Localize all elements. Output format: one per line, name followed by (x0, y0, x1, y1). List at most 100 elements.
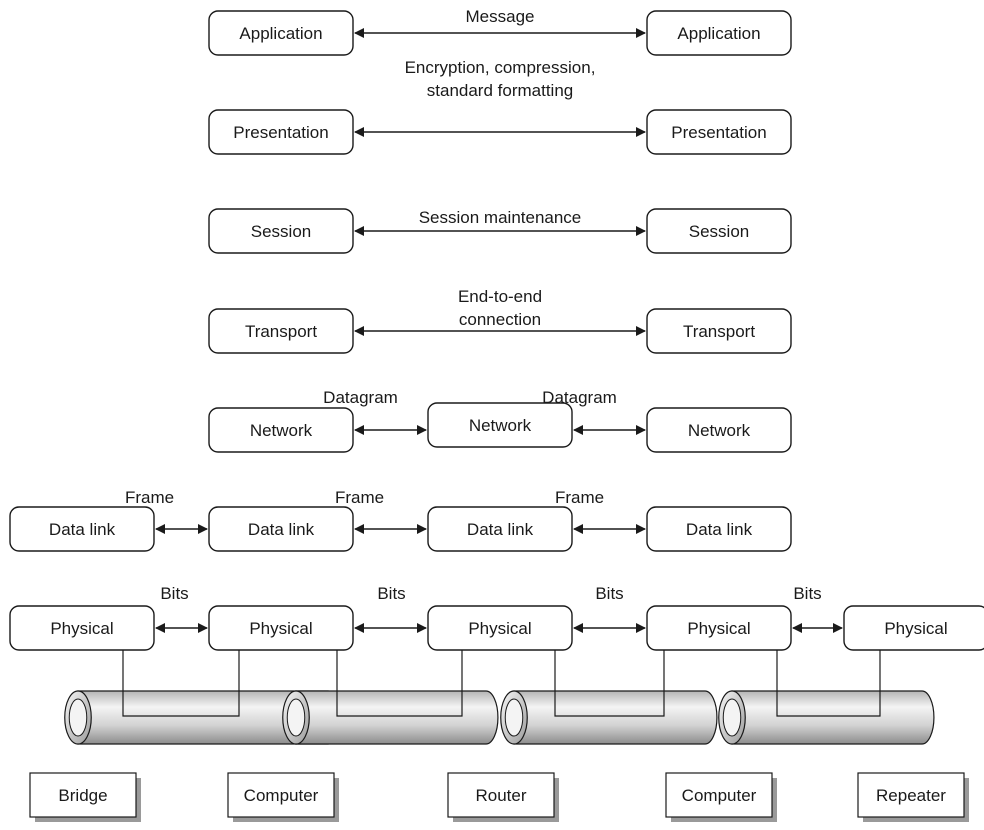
transport-box-shape (646, 308, 792, 354)
network-label: Network (250, 421, 313, 440)
session-link-1: Session maintenance (354, 208, 646, 236)
application-link-1: Message (354, 7, 646, 38)
physical-link-label: Bits (595, 584, 623, 603)
physical-link-label: Bits (793, 584, 821, 603)
data-link-link-3: Frame (555, 488, 646, 534)
network-box-shape (208, 407, 354, 453)
physical-label: Physical (884, 619, 947, 638)
physical-box-3: Physical (427, 605, 573, 651)
physical-box-4: Physical (646, 605, 792, 651)
network-link-1: Datagram (323, 388, 427, 435)
physical-box-2: Physical (208, 605, 354, 651)
transport-box-shape (208, 308, 354, 354)
physical-link-3: Bits (573, 584, 646, 633)
cable-opening (722, 698, 742, 737)
device-repeater: Repeater (857, 772, 969, 822)
physical-box-shape (9, 605, 155, 651)
data-link-label: Data link (467, 520, 534, 539)
device-computer: Computer (665, 772, 777, 822)
cable-3 (500, 690, 718, 745)
transport-label: Transport (245, 322, 317, 341)
transport-label: Transport (683, 322, 755, 341)
device-label: Repeater (876, 786, 946, 805)
cable-body (513, 690, 718, 745)
physical-link-1: Bits (155, 584, 208, 633)
data-link-box-1: Data link (9, 506, 155, 552)
network-link-label: Datagram (323, 388, 398, 407)
cable-opening (286, 698, 306, 737)
transport-link-label: connection (459, 310, 541, 329)
device-box (447, 772, 555, 818)
network-box-shape (646, 407, 792, 453)
device-box (857, 772, 965, 818)
physical-box-5: Physical (843, 605, 984, 651)
presentation-link-label: Encryption, compression, (405, 58, 596, 77)
session-link-label: Session maintenance (419, 208, 582, 227)
data-link-label: Data link (49, 520, 116, 539)
data-link-box-shape (427, 506, 573, 552)
presentation-label: Presentation (233, 123, 328, 142)
physical-label: Physical (687, 619, 750, 638)
device-label: Computer (244, 786, 319, 805)
application-box-1: Application (208, 10, 354, 56)
physical-box-shape (208, 605, 354, 651)
cable-body (731, 690, 935, 745)
transport-box-1: Transport (208, 308, 354, 354)
physical-wire-1 (122, 650, 240, 717)
data-link-label: Data link (248, 520, 315, 539)
presentation-box-shape (646, 109, 792, 155)
presentation-link-1: Encryption, compression, standard formatt… (354, 58, 646, 137)
physical-box-shape (427, 605, 573, 651)
transport-box-2: Transport (646, 308, 792, 354)
cable-opening (504, 698, 524, 737)
device-router: Router (447, 772, 559, 822)
network-label: Network (469, 416, 532, 435)
cable-4 (718, 690, 935, 745)
presentation-link-label: standard formatting (427, 81, 573, 100)
cable-2 (282, 690, 499, 745)
application-box-shape (208, 10, 354, 56)
data-link-link-label: Frame (555, 488, 604, 507)
session-label: Session (251, 222, 311, 241)
device-label: Bridge (58, 786, 107, 805)
physical-box-1: Physical (9, 605, 155, 651)
network-box-shape (427, 402, 573, 448)
physical-link-label: Bits (377, 584, 405, 603)
data-link-box-4: Data link (646, 506, 792, 552)
network-link-label: Datagram (542, 388, 617, 407)
data-link-link-1: Frame (125, 488, 208, 534)
device-computer: Computer (227, 772, 339, 822)
cable-body (295, 690, 499, 745)
application-label: Application (677, 24, 760, 43)
data-link-label: Data link (686, 520, 753, 539)
device-box (665, 772, 773, 818)
presentation-box-1: Presentation (208, 109, 354, 155)
data-link-link-2: Frame (335, 488, 427, 534)
physical-connections (122, 650, 881, 717)
presentation-box-2: Presentation (646, 109, 792, 155)
network-label: Network (688, 421, 751, 440)
data-link-box-shape (646, 506, 792, 552)
physical-label: Physical (50, 619, 113, 638)
transport-link-label: End-to-end (458, 287, 542, 306)
presentation-box-shape (208, 109, 354, 155)
device-box (29, 772, 137, 818)
network-box-1: Network (208, 407, 354, 453)
data-link-box-shape (9, 506, 155, 552)
physical-wire-2 (336, 650, 463, 717)
device-box (227, 772, 335, 818)
session-box-shape (646, 208, 792, 254)
device-label: Computer (682, 786, 757, 805)
presentation-label: Presentation (671, 123, 766, 142)
physical-box-shape (646, 605, 792, 651)
device-labels: Bridge Computer Router Computer Repeater (29, 772, 969, 822)
application-box-shape (646, 10, 792, 56)
device-label: Router (475, 786, 526, 805)
application-link-label: Message (466, 7, 535, 26)
network-box-2: Network (427, 402, 573, 448)
network-link-2: Datagram (542, 388, 646, 435)
physical-link-label: Bits (160, 584, 188, 603)
